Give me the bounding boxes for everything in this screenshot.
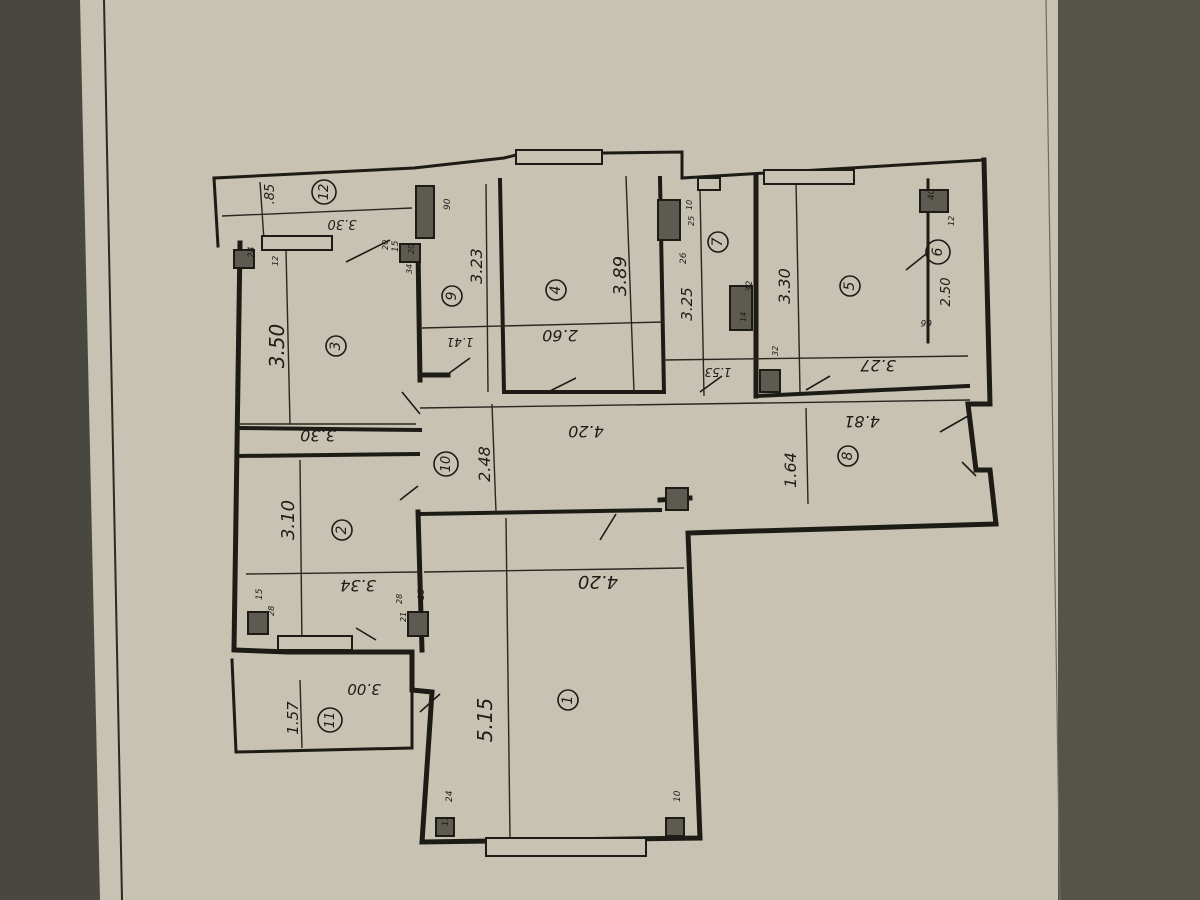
dim-2-width: 3.34 <box>340 576 376 595</box>
dim-12-depth: .85 <box>263 184 278 205</box>
mark: 20 <box>381 240 390 250</box>
room-circles <box>311 179 951 733</box>
outer-balcony-left <box>212 176 220 248</box>
wall-3-hall <box>237 425 423 433</box>
mark: 20 <box>407 244 416 254</box>
dim-9-length: 3.23 <box>467 248 486 284</box>
dim-4-width: 2.60 <box>542 326 578 345</box>
dim-8-length: 4.81 <box>844 412 880 431</box>
mark: 12 <box>271 256 280 266</box>
dim-5-width: 3.27 <box>859 356 895 375</box>
mark: 21 <box>399 612 408 622</box>
dim-1-length: 5.15 <box>473 698 497 743</box>
mark: 90 <box>443 198 453 210</box>
dim-3-width: 3.30 <box>300 426 336 445</box>
wall-1-hall <box>417 507 663 517</box>
wall-3-9 <box>415 245 423 383</box>
room-number-5: 5 <box>842 281 858 290</box>
wall-9-4 <box>497 177 507 395</box>
balcony-11-outline <box>230 658 414 754</box>
dimension-lines <box>221 175 971 839</box>
dim-11-width: 3.00 <box>347 680 380 698</box>
paper-margin-line <box>103 0 123 900</box>
room-number-10: 10 <box>439 456 454 473</box>
mark: 15 <box>391 240 401 252</box>
mark: 28 <box>395 594 404 604</box>
dim-5-length: 3.30 <box>775 268 794 304</box>
mark: 11 <box>441 816 450 826</box>
wall-5-hall <box>753 383 971 399</box>
dim-1-width: 4.20 <box>578 571 618 592</box>
room-number-6: 6 <box>930 247 946 256</box>
dim-3-length: 3.50 <box>265 324 289 369</box>
dim-6-length: 2.50 <box>939 278 954 307</box>
mark: 15 <box>417 588 427 600</box>
room-number-1: 1 <box>560 696 576 705</box>
mark: 10 <box>685 200 694 210</box>
dim-9-width: 1.41 <box>447 335 474 349</box>
dim-2-length: 3.10 <box>278 500 299 540</box>
dim-4-length: 3.89 <box>610 256 631 296</box>
mark: 25 <box>687 216 696 226</box>
room-number-9: 9 <box>444 291 460 300</box>
door-swings <box>345 239 977 713</box>
mark: 32 <box>771 346 780 356</box>
dim-8-width: 1.64 <box>781 452 800 488</box>
dim-12-width: 3.30 <box>328 216 357 231</box>
mark: 32 <box>745 280 755 292</box>
dim-11-length: 1.57 <box>284 701 302 735</box>
room-number-7: 7 <box>710 237 726 246</box>
outer-wall-line <box>231 157 999 845</box>
mark: 26 <box>679 252 689 264</box>
mark: 12 <box>947 216 956 226</box>
mark: 40 <box>927 188 937 200</box>
windows <box>261 149 855 857</box>
mark: 14 <box>739 312 748 322</box>
mark: 24 <box>445 790 455 802</box>
dim-7-width: 1.53 <box>705 365 732 379</box>
room-numbers: 1 2 3 4 5 6 7 8 9 10 11 12 <box>317 184 946 729</box>
wall-2-hall <box>235 451 421 459</box>
mark: 10 <box>673 790 683 802</box>
room-number-11: 11 <box>323 712 338 729</box>
mark: 66 <box>920 317 932 327</box>
mark: 28 <box>267 606 276 616</box>
right-background <box>1058 0 1200 900</box>
small-marks: 24 15 12 20 34 20 90 10 25 32 40 12 66 1… <box>247 188 956 826</box>
mark: 15 <box>255 588 265 600</box>
room-number-12: 12 <box>317 184 332 201</box>
room-number-2: 2 <box>334 525 350 534</box>
columns <box>233 185 949 837</box>
room-number-3: 3 <box>328 342 344 351</box>
mark: 34 <box>405 264 414 274</box>
room-number-4: 4 <box>548 286 564 295</box>
dim-10-width: 4.20 <box>568 422 604 441</box>
dim-10-length: 2.48 <box>475 446 494 482</box>
room-number-8: 8 <box>840 451 856 460</box>
paper-right-edge <box>1045 0 1061 900</box>
mark: 24 <box>247 246 257 258</box>
room-dimensions: 5.15 4.20 3.10 3.34 3.50 3.30 3.89 2.60 … <box>263 184 954 743</box>
dim-7-length: 3.25 <box>678 287 696 320</box>
paper-sheet <box>80 0 1080 900</box>
